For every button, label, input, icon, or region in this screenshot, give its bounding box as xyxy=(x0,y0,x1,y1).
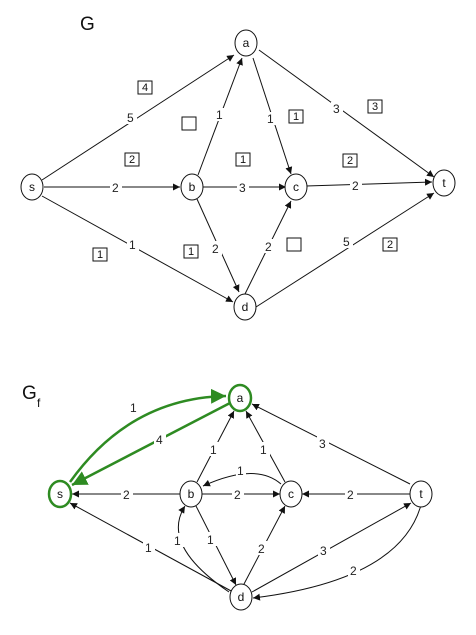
graph-g-flow-boxes: 4 2 1 1 3 1 1 2 2 xyxy=(92,80,398,262)
gf-cap-b-c: 2 xyxy=(234,488,241,502)
gf-cap-b-s: 2 xyxy=(123,488,130,502)
g-flow-c-t: 2 xyxy=(347,155,353,167)
g-node-b-label: b xyxy=(189,180,196,194)
gf-node-c xyxy=(279,480,303,508)
g-flow-d-t: 2 xyxy=(387,239,393,251)
g-node-d-label: d xyxy=(242,300,249,314)
gf-edge-t-d xyxy=(252,504,422,601)
gf-cap-b-d: 1 xyxy=(207,533,214,547)
g-edge-d-t xyxy=(255,192,435,308)
g-flow-s-b: 2 xyxy=(129,154,135,166)
g-node-b xyxy=(180,173,204,201)
g-node-c-label: c xyxy=(293,180,299,194)
g-edge-s-a xyxy=(41,54,235,181)
g-node-a-label: a xyxy=(243,36,250,50)
g-cap-c-t: 2 xyxy=(352,179,359,193)
graph-g-title: G xyxy=(80,14,95,35)
gf-cap-s-a: 1 xyxy=(130,401,137,415)
g-flow-s-d: 1 xyxy=(97,249,103,261)
g-cap-a-c: 1 xyxy=(267,112,274,126)
gf-node-a-label: a xyxy=(237,391,244,405)
g-edge-c-t xyxy=(305,178,433,187)
g-node-s-label: s xyxy=(29,180,35,194)
g-cap-s-a: 5 xyxy=(127,111,134,125)
g-node-t-label: t xyxy=(442,176,446,190)
gf-cap-a-s: 4 xyxy=(156,433,163,447)
g-flow-box-s-d xyxy=(92,247,108,262)
gf-cap-d-b: 1 xyxy=(174,534,181,548)
gf-edge-a-s-highlight xyxy=(71,401,231,487)
gf-edge-t-a xyxy=(251,403,411,485)
g-flow-box-c-t xyxy=(342,153,358,168)
gf-node-t-label: t xyxy=(419,487,423,501)
g-flow-box-a-t xyxy=(367,99,383,114)
gf-node-s xyxy=(47,479,73,509)
gf-cap-t-c: 2 xyxy=(347,488,354,502)
g-cap-s-d: 1 xyxy=(129,238,136,252)
g-node-s xyxy=(20,173,44,201)
g-cap-a-t: 3 xyxy=(333,102,340,116)
g-flow-box-d-c xyxy=(286,237,302,252)
gf-cap-d-c: 2 xyxy=(258,542,265,556)
gf-node-t xyxy=(409,480,433,508)
graph-gf-capacity-labels: 1 4 1 1 3 2 2 1 2 1 1 1 2 3 2 xyxy=(121,400,360,578)
graph-gf-augmenting-path xyxy=(68,388,231,487)
g-cap-s-b: 2 xyxy=(112,181,119,195)
g-flow-box-b-c xyxy=(235,152,251,167)
gf-edge-d-t xyxy=(251,502,412,593)
g-cap-b-a: 1 xyxy=(216,108,223,122)
g-flow-box-d-t xyxy=(382,237,398,252)
g-cap-d-c: 2 xyxy=(265,240,272,254)
gf-cap-d-s: 1 xyxy=(145,541,152,555)
graph-g-nodes: s a b c d t xyxy=(20,29,456,321)
gf-cap-d-t: 3 xyxy=(320,544,327,558)
gf-node-s-label: s xyxy=(57,487,63,501)
gf-edge-s-a-highlight xyxy=(68,388,227,483)
g-flow-a-t: 3 xyxy=(372,101,378,113)
g-flow-box-s-b xyxy=(124,152,140,167)
graph-gf-edges xyxy=(69,403,422,601)
gf-cap-b-a: 1 xyxy=(210,443,217,457)
graph-gf-title-main: G xyxy=(22,383,37,404)
g-flow-b-d: 1 xyxy=(188,246,194,258)
graph-g-capacity-labels: 5 2 1 1 1 3 3 2 2 2 5 xyxy=(110,102,362,256)
g-node-d xyxy=(233,293,257,321)
gf-cap-t-d: 2 xyxy=(350,564,357,578)
gf-edge-d-b xyxy=(177,505,230,593)
g-cap-b-d: 2 xyxy=(212,242,219,256)
gf-cap-c-b: 1 xyxy=(237,464,244,478)
gf-node-b-label: b xyxy=(188,487,195,501)
g-node-c xyxy=(284,173,308,201)
g-edge-a-t xyxy=(258,49,435,178)
g-cap-b-c: 3 xyxy=(239,181,246,195)
g-node-t xyxy=(432,169,456,197)
g-flow-a-c: 1 xyxy=(293,111,299,123)
g-node-a xyxy=(234,29,258,57)
graph-gf-title: G f xyxy=(22,383,41,410)
g-flow-box-a-c xyxy=(288,109,304,124)
g-flow-box-b-d xyxy=(183,244,199,259)
graph-gf-title-subscript: f xyxy=(37,396,41,410)
gf-node-d-label: d xyxy=(238,590,245,604)
gf-node-a xyxy=(227,383,253,413)
gf-node-d xyxy=(229,583,253,611)
gf-node-b xyxy=(179,480,203,508)
g-cap-d-t: 5 xyxy=(343,235,350,249)
graph-gf-nodes: s a b c d t xyxy=(47,383,433,611)
graph-g-edges xyxy=(41,49,435,308)
g-flow-s-a: 4 xyxy=(142,82,148,94)
gf-cap-t-a: 3 xyxy=(319,437,326,451)
g-flow-box-s-a xyxy=(137,80,153,95)
g-flow-box-b-a xyxy=(181,116,197,131)
gf-node-c-label: c xyxy=(288,487,294,501)
g-flow-b-c: 1 xyxy=(240,154,246,166)
gf-cap-c-a: 1 xyxy=(260,443,267,457)
gf-edge-c-b xyxy=(202,473,282,487)
